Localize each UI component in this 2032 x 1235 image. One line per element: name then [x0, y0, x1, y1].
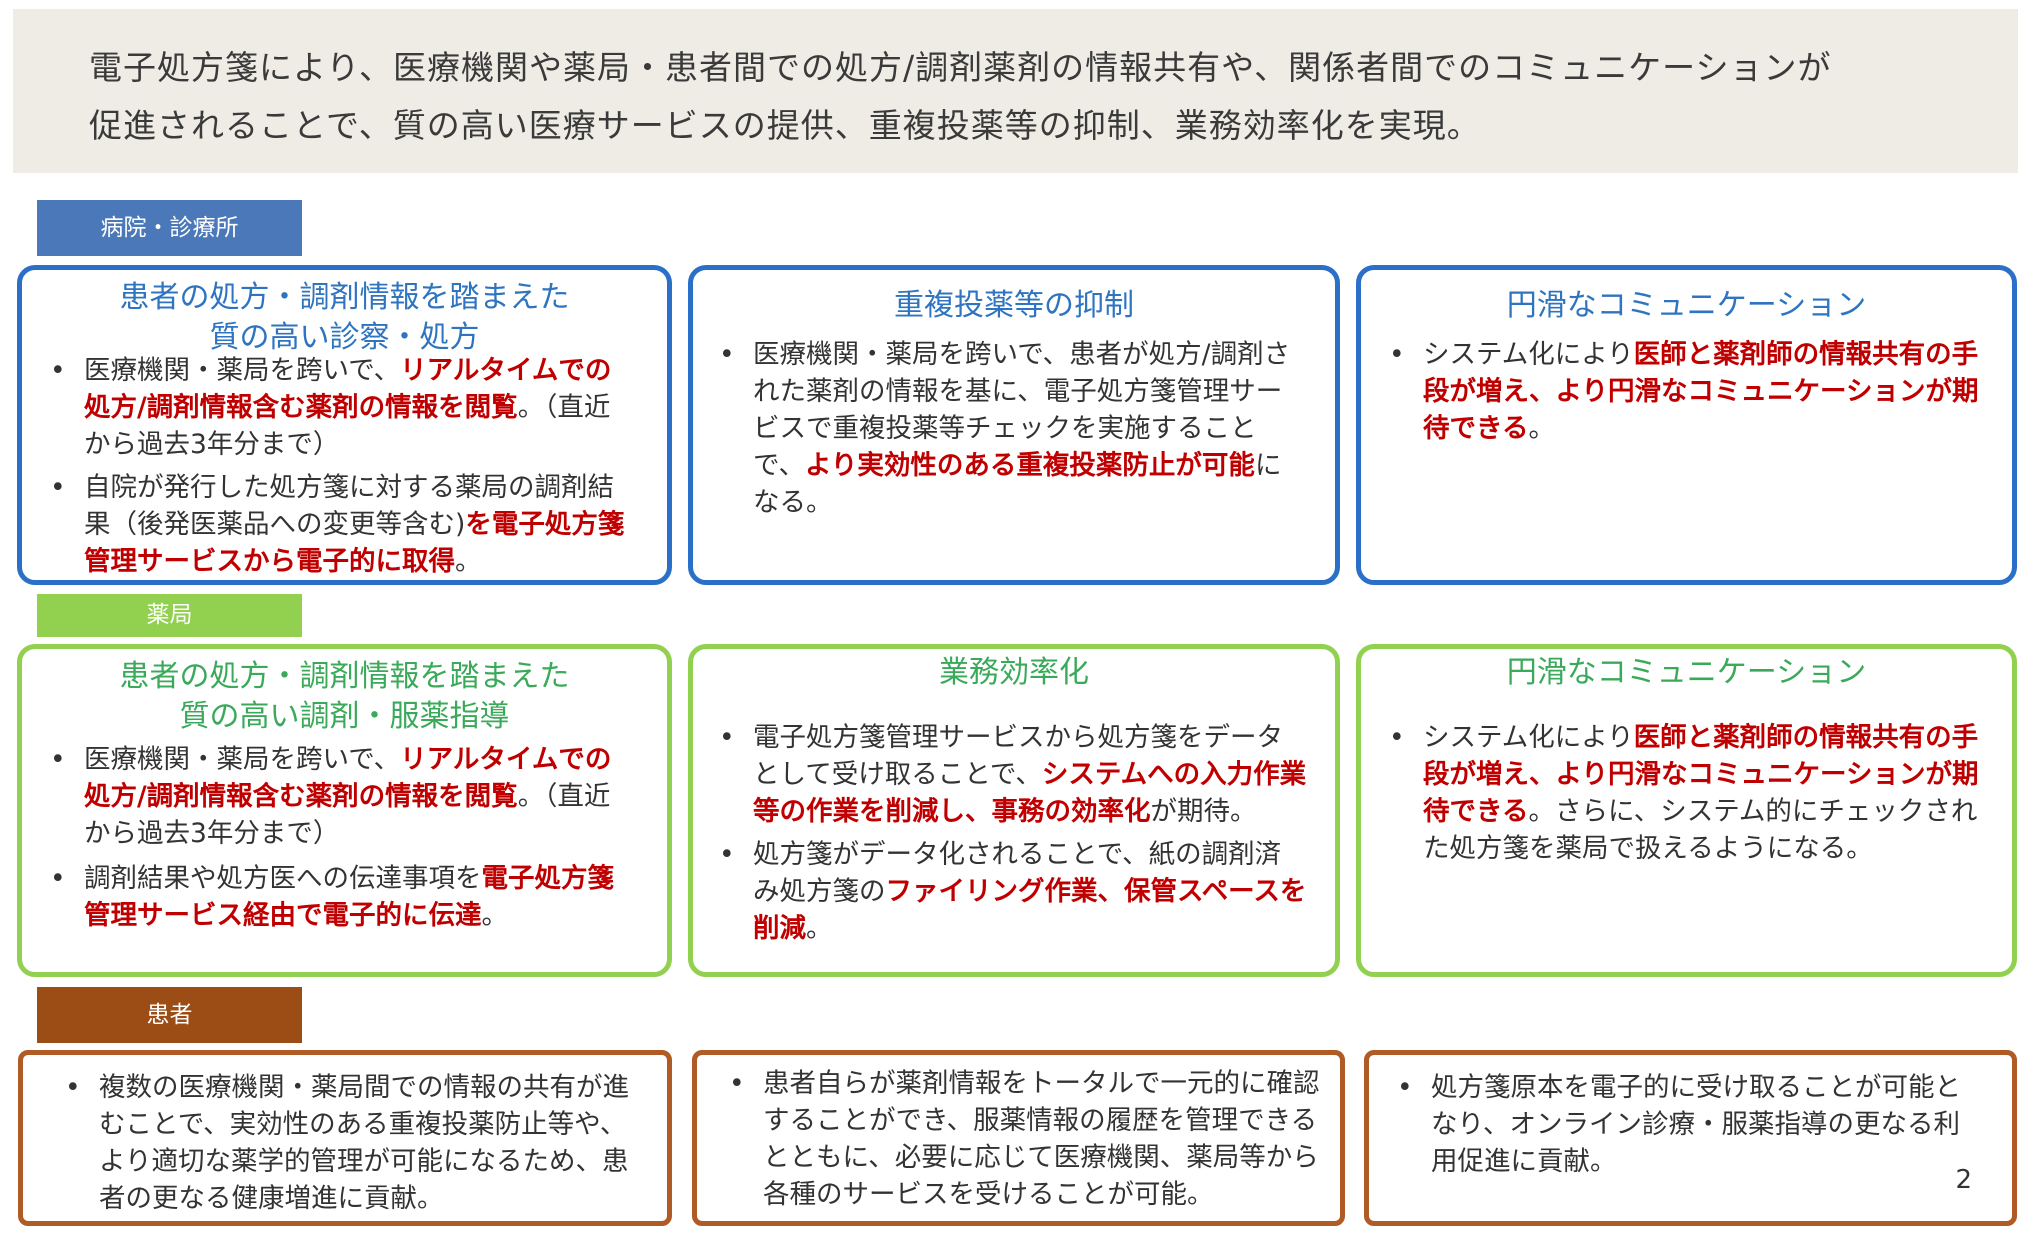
bullet-list: 医療機関・薬局を跨いで、リアルタイムでの処方/調剤情報含む薬剤の情報を閲覧。（直…	[22, 352, 667, 580]
bullet-list: システム化により医師と薬剤師の情報共有の手段が増え、より円滑なコミュニケーション…	[1361, 719, 2012, 867]
box-title: 患者の処方・調剤情報を踏まえた 質の高い診察・処方	[22, 278, 667, 358]
patient-label: 患者	[37, 987, 302, 1043]
hospital-box-duplicate-prevention: 重複投薬等の抑制 医療機関・薬局を跨いで、患者が処方/調剤された薬剤の情報を基に…	[688, 265, 1340, 585]
box-title-line-2: 質の高い診察・処方	[209, 320, 480, 355]
pharmacy-label: 薬局	[37, 594, 302, 637]
bullet-list: システム化により医師と薬剤師の情報共有の手段が増え、より円滑なコミュニケーション…	[1361, 336, 2012, 447]
box-title: 円滑なコミュニケーション	[1506, 655, 1867, 690]
summary-line-2: 促進されることで、質の高い医療サービスの提供、重複投薬等の抑制、業務効率化を実現…	[89, 106, 1481, 145]
bullet-item: 医療機関・薬局を跨いで、患者が処方/調剤された薬剤の情報を基に、電子処方箋管理サ…	[719, 336, 1307, 521]
bullet-list: 電子処方箋管理サービスから処方箋をデータとして受け取ることで、システムへの入力作…	[693, 719, 1335, 947]
hospital-box-communication: 円滑なコミュニケーション システム化により医師と薬剤師の情報共有の手段が増え、よ…	[1356, 265, 2017, 585]
bullet-list: 医療機関・薬局を跨いで、患者が処方/調剤された薬剤の情報を基に、電子処方箋管理サ…	[693, 336, 1335, 521]
bullet-item: 電子処方箋管理サービスから処方箋をデータとして受け取ることで、システムへの入力作…	[719, 719, 1307, 830]
bullet-item: 医療機関・薬局を跨いで、リアルタイムでの処方/調剤情報含む薬剤の情報を閲覧。（直…	[50, 741, 631, 852]
patient-box-3: 処方箋原本を電子的に受け取ることが可能となり、オンライン診療・服薬指導の更なる利…	[1364, 1050, 2017, 1226]
bullet-item: システム化により医師と薬剤師の情報共有の手段が増え、より円滑なコミュニケーション…	[1389, 336, 1984, 447]
bullet-list: 処方箋原本を電子的に受け取ることが可能となり、オンライン診療・服薬指導の更なる利…	[1369, 1069, 2012, 1180]
bullet-item: 処方箋原本を電子的に受け取ることが可能となり、オンライン診療・服薬指導の更なる利…	[1397, 1069, 1984, 1180]
patient-box-1: 複数の医療機関・薬局間での情報の共有が進むことで、実効性のある重複投薬防止等や、…	[18, 1050, 672, 1226]
summary-line-1: 電子処方箋により、医療機関や薬局・患者間での処方/調剤薬剤の情報共有や、関係者間…	[89, 48, 1832, 87]
hospital-label: 病院・診療所	[37, 200, 302, 256]
patient-box-2: 患者自らが薬剤情報をトータルで一元的に確認することができ、服薬情報の履歴を管理で…	[692, 1050, 1345, 1226]
bullet-list: 医療機関・薬局を跨いで、リアルタイムでの処方/調剤情報含む薬剤の情報を閲覧。（直…	[22, 741, 667, 934]
bullet-item: 医療機関・薬局を跨いで、リアルタイムでの処方/調剤情報含む薬剤の情報を閲覧。（直…	[50, 352, 631, 463]
pharmacy-box-communication: 円滑なコミュニケーション システム化により医師と薬剤師の情報共有の手段が増え、よ…	[1356, 644, 2017, 977]
pharmacy-box-efficiency: 業務効率化 電子処方箋管理サービスから処方箋をデータとして受け取ることで、システ…	[688, 644, 1340, 977]
bullet-item: システム化により医師と薬剤師の情報共有の手段が増え、より円滑なコミュニケーション…	[1389, 719, 1984, 867]
bullet-item: 処方箋がデータ化されることで、紙の調剤済み処方箋のファイリング作業、保管スペース…	[719, 836, 1307, 947]
bullet-item: 複数の医療機関・薬局間での情報の共有が進むことで、実効性のある重複投薬防止等や、…	[65, 1069, 647, 1217]
box-title-line-2: 質の高い調剤・服薬指導	[179, 699, 510, 734]
hospital-box-quality-care: 患者の処方・調剤情報を踏まえた 質の高い診察・処方 医療機関・薬局を跨いで、リア…	[17, 265, 672, 585]
bullet-list: 患者自らが薬剤情報をトータルで一元的に確認することができ、服薬情報の履歴を管理で…	[697, 1065, 1340, 1213]
box-title: 業務効率化	[939, 655, 1089, 690]
bullet-item: 自院が発行した処方箋に対する薬局の調剤結果（後発医薬品への変更等含む)を電子処方…	[50, 469, 631, 580]
bullet-list: 複数の医療機関・薬局間での情報の共有が進むことで、実効性のある重複投薬防止等や、…	[23, 1069, 667, 1217]
page-number: 2	[1955, 1165, 1972, 1195]
box-title-line-1: 患者の処方・調剤情報を踏まえた	[119, 280, 570, 315]
pharmacy-box-quality-dispensing: 患者の処方・調剤情報を踏まえた 質の高い調剤・服薬指導 医療機関・薬局を跨いで、…	[17, 644, 672, 977]
box-title: 患者の処方・調剤情報を踏まえた 質の高い調剤・服薬指導	[22, 657, 667, 737]
bullet-item: 患者自らが薬剤情報をトータルで一元的に確認することができ、服薬情報の履歴を管理で…	[729, 1065, 1320, 1213]
box-title-line-1: 患者の処方・調剤情報を踏まえた	[119, 659, 570, 694]
box-title: 円滑なコミュニケーション	[1506, 288, 1867, 323]
bullet-item: 調剤結果や処方医への伝達事項を電子処方箋管理サービス経由で電子的に伝達。	[50, 860, 631, 934]
summary-banner: 電子処方箋により、医療機関や薬局・患者間での処方/調剤薬剤の情報共有や、関係者間…	[13, 9, 2018, 173]
box-title: 重複投薬等の抑制	[894, 288, 1134, 323]
